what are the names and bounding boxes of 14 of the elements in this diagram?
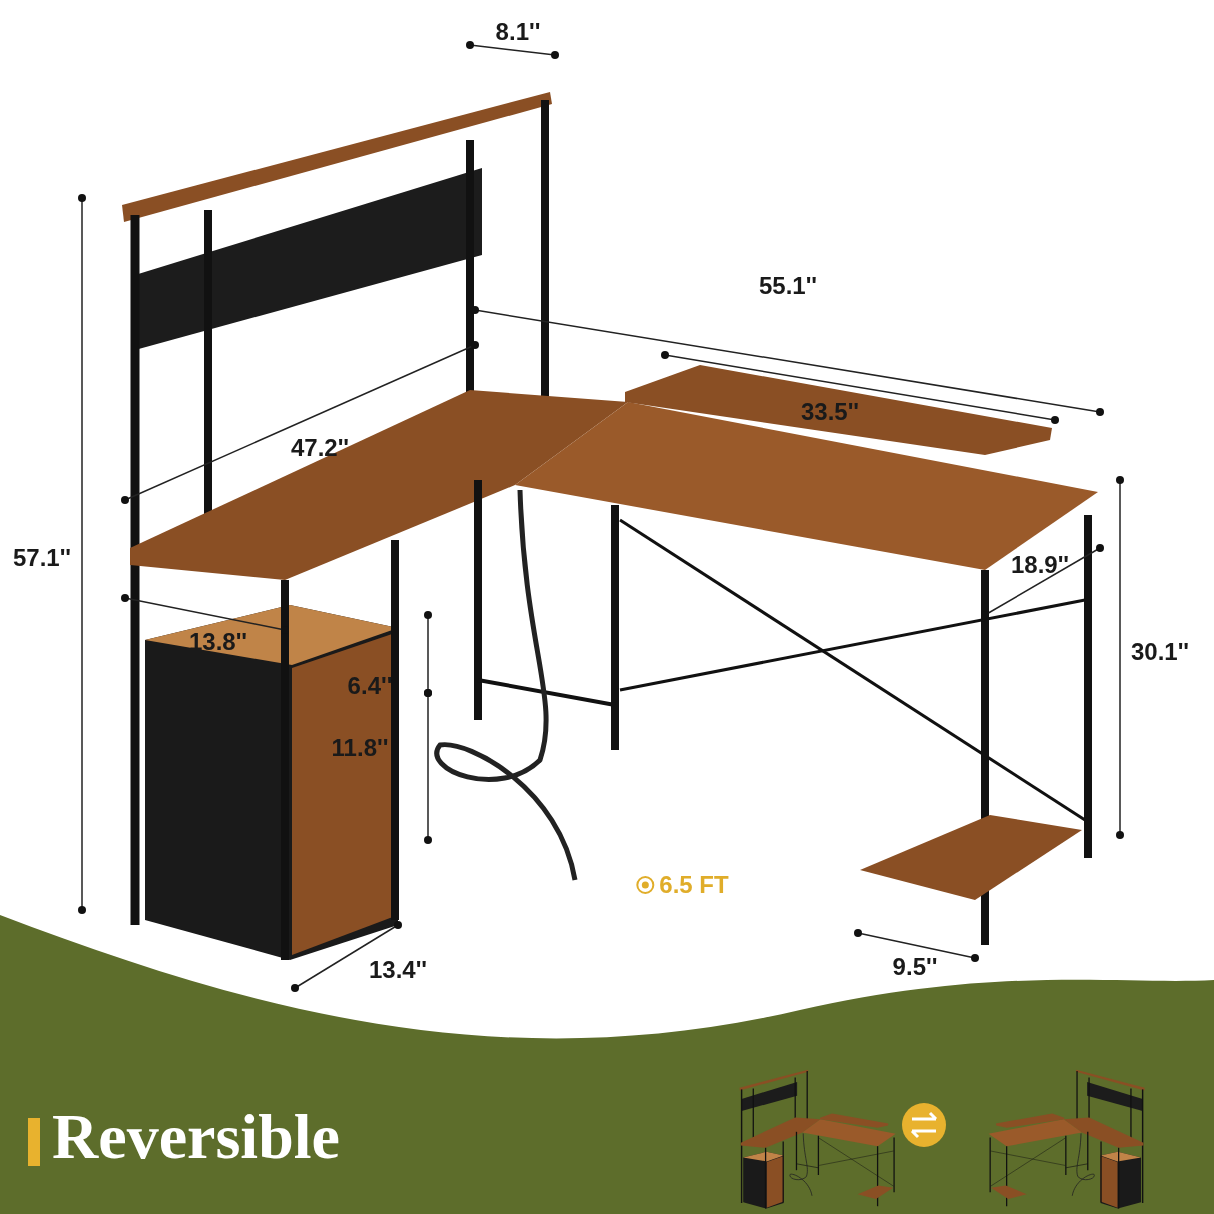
dimension-label: 33.5'' — [800, 397, 860, 427]
dimension-label: 13.4'' — [368, 955, 428, 985]
dimension-label: 13.8'' — [188, 627, 248, 657]
title: Reversible — [52, 1105, 340, 1169]
dimension-label: 6.5 FT — [659, 870, 729, 900]
dimension-label: 57.1'' — [12, 543, 72, 573]
dimension-label: 8.1'' — [495, 17, 541, 47]
dimension-label: 30.1'' — [1130, 637, 1190, 667]
dimension-label: 6.4'' — [347, 671, 393, 701]
dimension-label: 55.1'' — [758, 271, 818, 301]
dimension-label: 18.9'' — [1010, 550, 1070, 580]
dimension-label: 47.2'' — [290, 433, 350, 463]
dimension-label: 9.5'' — [892, 952, 938, 982]
dimension-label: 11.8'' — [331, 733, 389, 763]
